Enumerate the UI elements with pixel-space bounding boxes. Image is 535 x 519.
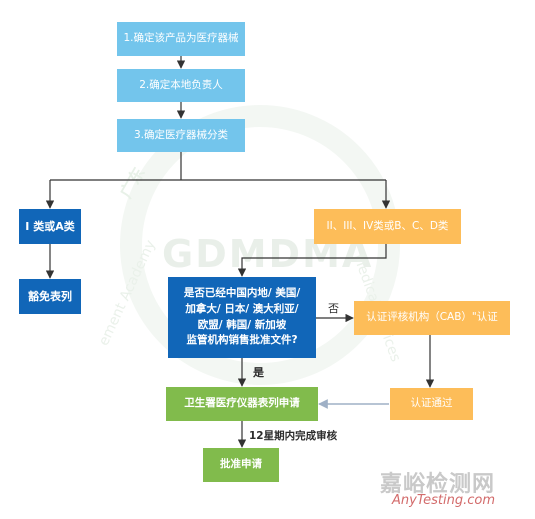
arrow-class234-to-question bbox=[237, 244, 387, 277]
node-question-line-1: 是否已经中国内地/ 美国/ bbox=[183, 287, 301, 299]
site-watermark-cn: 嘉峪检测网 bbox=[380, 472, 496, 497]
node-approve: 批准申请 bbox=[203, 448, 279, 482]
node-step1: 1.确定该产品为医疗器械 bbox=[117, 22, 245, 56]
edge-label-no: 否 bbox=[328, 302, 339, 315]
node-step3-label: 3.确定医疗器械分类 bbox=[133, 128, 229, 141]
site-watermark-url: AnyTesting.com bbox=[392, 493, 496, 508]
node-apply-label: 卫生署医疗仪器表列申请 bbox=[184, 397, 300, 410]
node-class1-label: I 类或A类 bbox=[25, 219, 75, 233]
node-approve-label: 批准申请 bbox=[220, 458, 262, 471]
node-step2-label: 2.确定本地负责人 bbox=[139, 78, 223, 91]
node-question-line-4: 监管机构销售批准文件? bbox=[186, 334, 298, 347]
node-question-line-2: 加拿大/ 日本/ 澳大利亚/ bbox=[185, 302, 299, 315]
node-step1-label: 1.确定该产品为医疗器械 bbox=[123, 32, 239, 45]
node-exempt-label: 豁免表列 bbox=[28, 289, 72, 303]
node-passed: 认证通过 bbox=[390, 388, 473, 420]
node-step2: 2.确定本地负责人 bbox=[117, 69, 245, 102]
node-passed-label: 认证通过 bbox=[410, 397, 453, 410]
node-question-line-3: 欧盟/ 韩国/ 新加坡 bbox=[197, 318, 287, 331]
node-cab: 认证评核机构（CAB）"认证 bbox=[354, 301, 510, 335]
branch-line bbox=[50, 152, 386, 181]
node-class1: I 类或A类 bbox=[19, 209, 81, 244]
node-cab-label: 认证评核机构（CAB）"认证 bbox=[366, 311, 498, 324]
edge-label-review: 12星期内完成审核 bbox=[249, 430, 338, 442]
node-exempt: 豁免表列 bbox=[19, 279, 81, 314]
node-class234-label: II、III、IV类或B、C、D类 bbox=[326, 219, 449, 232]
node-apply: 卫生署医疗仪器表列申请 bbox=[166, 387, 318, 421]
edge-label-yes: 是 bbox=[253, 366, 264, 379]
node-step3: 3.确定医疗器械分类 bbox=[117, 119, 245, 152]
node-question: 是否已经中国内地/ 美国/ 加拿大/ 日本/ 澳大利亚/ 欧盟/ 韩国/ 新加坡… bbox=[168, 277, 316, 358]
node-class234: II、III、IV类或B、C、D类 bbox=[314, 209, 461, 244]
